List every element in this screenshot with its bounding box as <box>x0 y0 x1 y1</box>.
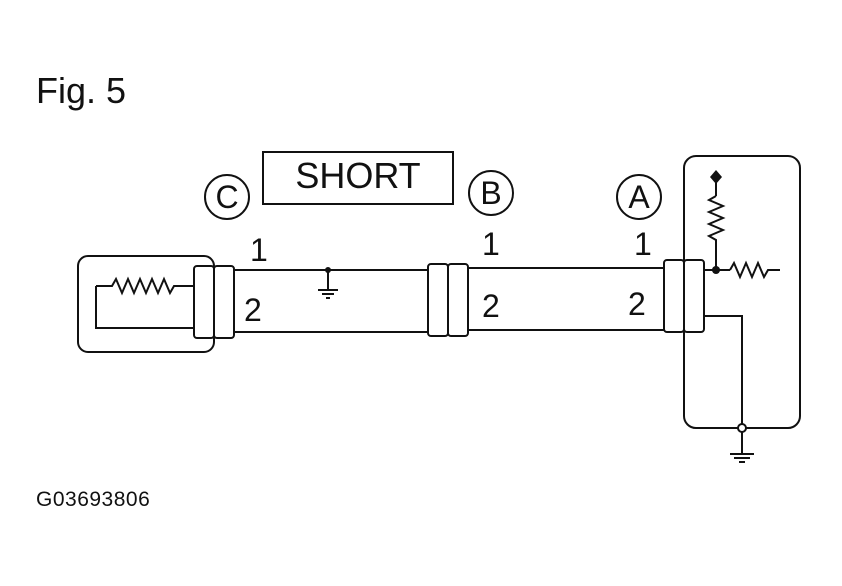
connector-a-pin-1: 1 <box>634 226 652 262</box>
connector-c-left-half <box>193 265 215 339</box>
connector-b-label: B <box>468 170 514 216</box>
connector-a-pin-2: 2 <box>628 286 646 322</box>
connector-b-right-half <box>447 263 469 337</box>
figure-code: G03693806 <box>36 488 151 511</box>
connector-c-label: C <box>204 174 250 220</box>
connector-a-left-half <box>663 259 685 333</box>
right-vertical-resistor <box>706 195 726 270</box>
connector-c-right-half <box>213 265 235 339</box>
ground-terminal-icon <box>737 423 747 433</box>
connector-c-pin-1: 1 <box>250 232 268 268</box>
figure-title: Fig. 5 <box>36 70 127 111</box>
connector-b-pin-2: 2 <box>482 288 500 324</box>
left-loop-wire <box>95 286 194 329</box>
right-ground-wire <box>704 315 743 428</box>
connector-c-pin-2: 2 <box>244 292 262 328</box>
short-label-box <box>262 151 454 205</box>
left-resistor <box>96 276 194 296</box>
connector-a-label: A <box>616 174 662 220</box>
connector-b-pin-1: 1 <box>482 226 500 262</box>
connector-a-right-half <box>683 259 705 333</box>
connector-b-left-half <box>427 263 449 337</box>
short-label: SHORT <box>295 155 421 196</box>
short-junction-dot <box>325 267 331 273</box>
right-horizontal-resistor <box>729 260 780 280</box>
right-junction-dot <box>712 266 720 274</box>
supply-terminal-icon <box>710 170 722 184</box>
